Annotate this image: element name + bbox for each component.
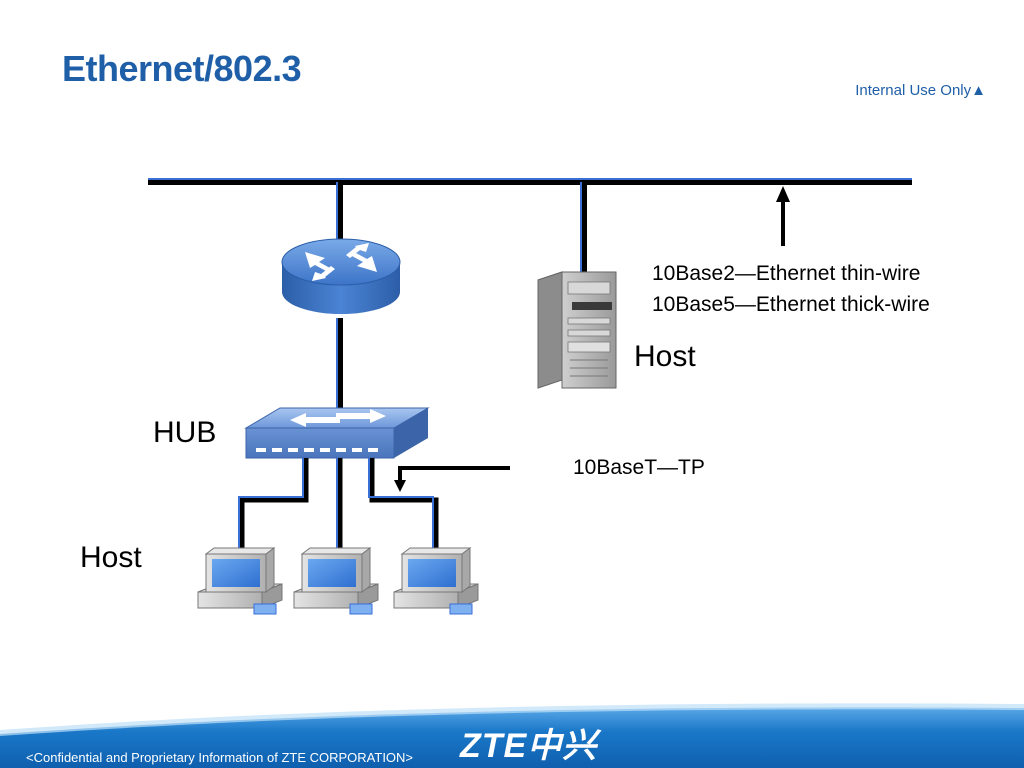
zte-logo: ZTE中兴 [460, 727, 598, 765]
hub-icon [244, 407, 430, 459]
internal-use-text: Internal Use Only [855, 82, 972, 99]
hosts-label: Host [80, 541, 142, 574]
network-diagram [148, 178, 912, 615]
tp-arrow-icon [394, 466, 510, 492]
coax-label-10base5: 10Base5—Ethernet thick-wire [652, 293, 930, 316]
internal-use-label: Internal Use Only▲ [855, 82, 986, 99]
host-pc-2 [293, 547, 379, 615]
backbone-cable [148, 178, 912, 185]
coax-arrow-icon [776, 186, 790, 246]
router-hub-cable [336, 318, 343, 418]
server-host-label: Host [634, 340, 696, 373]
slide-title: Ethernet/802.3 [62, 48, 302, 89]
triangle-marker-icon: ▲ [971, 82, 986, 99]
tp-label: 10BaseT—TP [573, 456, 705, 479]
coax-label-10base2: 10Base2—Ethernet thin-wire [652, 262, 921, 285]
footer-band [0, 703, 1024, 768]
router-icon [281, 238, 401, 314]
host-pc-1 [197, 547, 283, 615]
router-drop-cable [336, 182, 343, 242]
tp-cable-middle [336, 458, 343, 560]
server-icon [537, 271, 617, 389]
hub-label: HUB [153, 416, 217, 449]
server-drop-cable [580, 182, 587, 278]
tp-cable-left [238, 458, 309, 560]
host-pc-3 [393, 547, 479, 615]
footer-confidential-text: <Confidential and Proprietary Informatio… [26, 750, 414, 765]
tp-cable-right [368, 458, 439, 560]
